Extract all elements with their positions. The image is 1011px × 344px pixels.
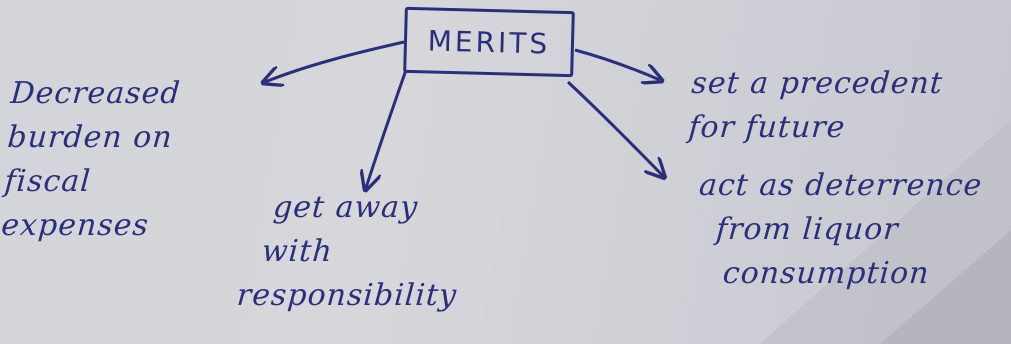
arrow-to-right-bottom xyxy=(566,80,663,176)
branch-precedent-line-2: for future xyxy=(687,110,847,145)
branch-deterrence-line-2: from liquor xyxy=(714,212,900,247)
branch-fiscal-line-2: burden on xyxy=(6,120,174,155)
branch-deterrence: act as deterrence from liquor consumptio… xyxy=(691,164,984,296)
arrow-to-left xyxy=(265,40,405,82)
branch-responsibility-line-2: with xyxy=(260,234,334,269)
merits-label: MERITS xyxy=(427,23,551,61)
arrow-to-bottom xyxy=(366,69,408,188)
branch-precedent: set a precedent for future xyxy=(687,62,945,150)
branch-responsibility: get away with responsibility xyxy=(235,186,464,318)
branch-precedent-line-1: set a precedent xyxy=(690,66,945,101)
arrow-to-right-top xyxy=(574,48,660,80)
branch-fiscal: Decreased burden on fiscal expenses xyxy=(0,72,182,248)
merits-box: MERITS xyxy=(403,6,575,78)
branch-fiscal-line-3: fiscal xyxy=(3,164,93,199)
branch-deterrence-line-1: act as deterrence xyxy=(697,168,984,203)
branch-responsibility-line-1: get away xyxy=(271,190,420,225)
branch-fiscal-line-1: Decreased xyxy=(9,76,182,111)
branch-responsibility-line-3: responsibility xyxy=(235,278,459,313)
branch-deterrence-line-3: consumption xyxy=(721,256,931,291)
branch-fiscal-line-4: expenses xyxy=(0,208,151,243)
